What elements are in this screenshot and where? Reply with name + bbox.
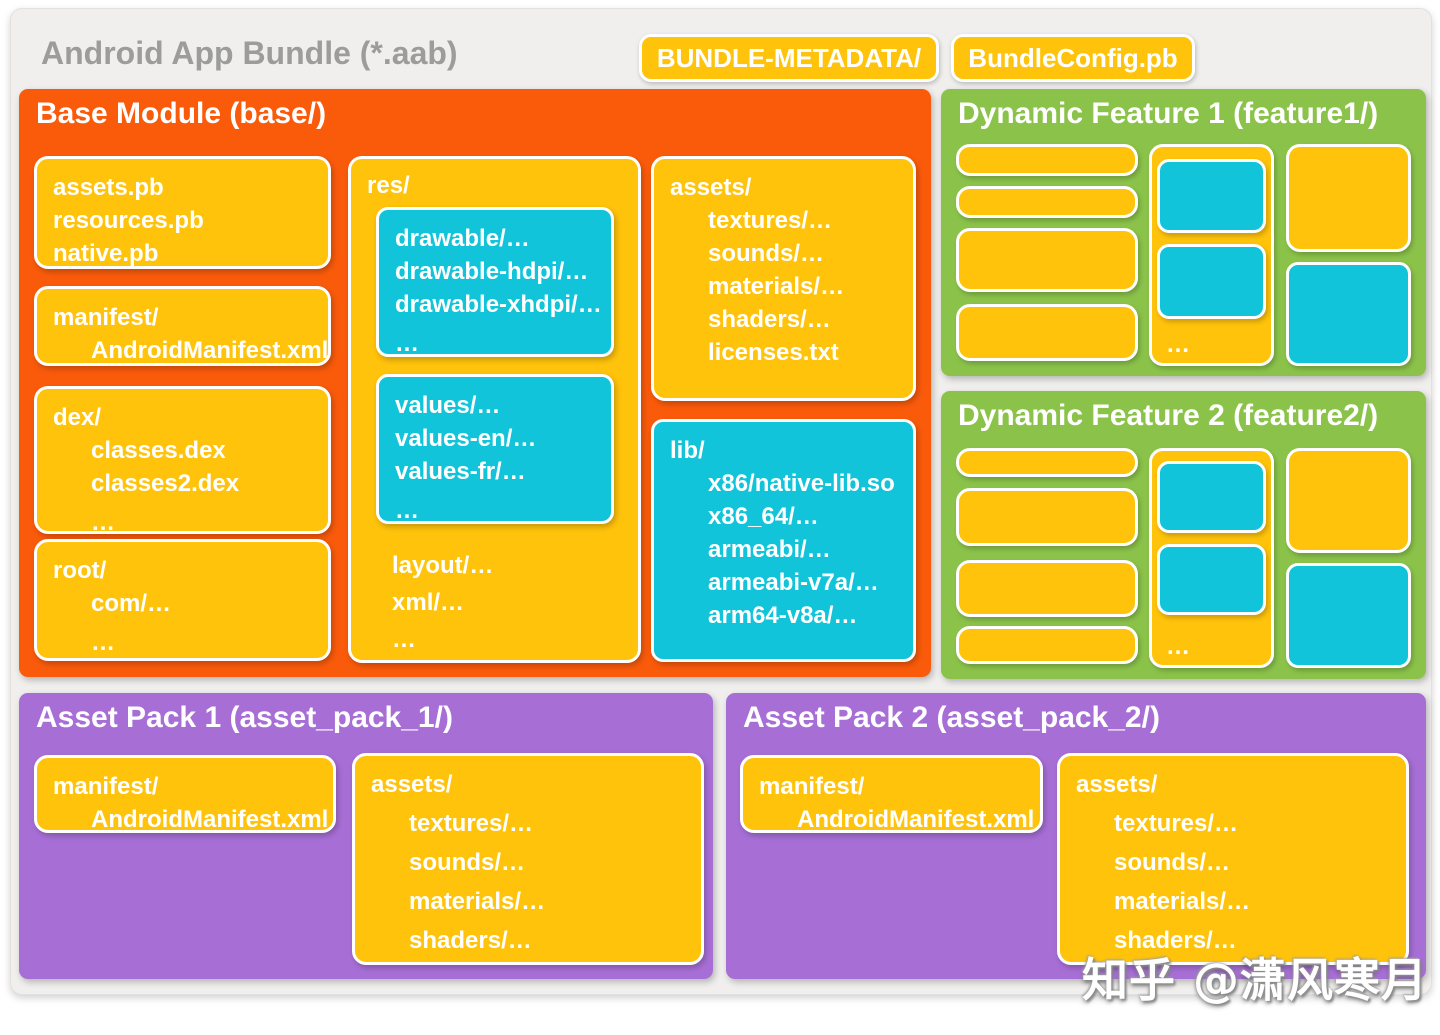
file-line: layout/… [392, 552, 494, 579]
asset-pack-2-assets-box: assets/ textures/… sounds/… materials/… … [1057, 753, 1409, 965]
file-line: manifest/ [53, 773, 159, 800]
asset-pack-1-assets-box: assets/ textures/… sounds/… materials/… … [352, 753, 704, 965]
file-line: textures/… [409, 810, 534, 837]
asset-pack-2-manifest-box: manifest/ AndroidManifest.xml [740, 755, 1043, 833]
base-box-root: root/ com/… … [34, 539, 331, 661]
feature2-res-slot-1 [1157, 461, 1266, 533]
file-line: native.pb [53, 240, 159, 267]
feature2-res-slot-2 [1157, 544, 1266, 615]
file-line: … [91, 509, 115, 536]
file-line: values-fr/… [395, 458, 526, 485]
feature2-lib-slot [1286, 563, 1411, 668]
file-line: licenses.txt [708, 339, 839, 366]
base-module-section: Base Module (base/) assets.pb resources.… [19, 89, 931, 677]
asset-pack-2-title: Asset Pack 2 (asset_pack_2/) [743, 701, 1160, 734]
res-folder-label: res/ [367, 172, 410, 199]
file-line: values-en/… [395, 425, 537, 452]
file-line: classes.dex [91, 437, 226, 464]
file-line: x86_64/… [708, 503, 819, 530]
base-module-title: Base Module (base/) [36, 97, 327, 130]
feature1-assets-slot [1286, 144, 1411, 252]
file-line: shaders/… [708, 306, 831, 333]
file-line: values/… [395, 392, 501, 419]
file-line: manifest/ [759, 773, 865, 800]
file-line: AndroidManifest.xml [91, 806, 329, 833]
file-line: assets/ [670, 174, 752, 201]
base-box-res: res/ drawable/… drawable-hdpi/… drawable… [348, 156, 641, 663]
dynamic-feature-1-title: Dynamic Feature 1 (feature1/) [958, 97, 1379, 130]
file-line: armeabi-v7a/… [708, 569, 879, 596]
feature1-ellipsis: … [1166, 331, 1190, 358]
base-box-drawable: drawable/… drawable-hdpi/… drawable-xhdp… [376, 207, 614, 357]
file-line: arm64-v8a/… [708, 602, 858, 629]
feature1-slot-4 [956, 304, 1138, 361]
feature1-slot-3 [956, 228, 1138, 292]
file-line: … [392, 626, 416, 653]
file-line: classes2.dex [91, 470, 240, 497]
file-line: … [91, 629, 115, 656]
file-line: resources.pb [53, 207, 204, 234]
file-line: root/ [53, 557, 107, 584]
file-line: armeabi/… [708, 536, 831, 563]
feature1-res-slot-2 [1157, 244, 1266, 319]
file-line: lib/ [670, 437, 705, 464]
file-line: drawable/… [395, 225, 530, 252]
file-line: AndroidManifest.xml [797, 806, 1035, 833]
asset-pack-2-section: Asset Pack 2 (asset_pack_2/) manifest/ A… [726, 693, 1426, 979]
feature2-res-group: … [1149, 448, 1274, 668]
file-line: materials/… [1114, 888, 1251, 915]
feature2-assets-slot [1286, 448, 1411, 553]
file-line: materials/… [409, 888, 546, 915]
file-line: shaders/… [1114, 927, 1237, 954]
base-box-manifest: manifest/ AndroidManifest.xml [34, 286, 331, 366]
watermark: 知乎 @潇风寒月 [1082, 953, 1429, 1007]
file-line: assets/ [371, 771, 453, 798]
res-tail-folders: layout/… xml/… … [392, 547, 493, 658]
base-box-pb-files: assets.pb resources.pb native.pb [34, 156, 331, 269]
file-line: drawable-hdpi/… [395, 258, 589, 285]
asset-pack-1-title: Asset Pack 1 (asset_pack_1/) [36, 701, 453, 734]
file-line: assets/ [1076, 771, 1158, 798]
feature1-lib-slot [1286, 262, 1411, 366]
asset-pack-1-section: Asset Pack 1 (asset_pack_1/) manifest/ A… [19, 693, 713, 979]
bundle-config-chip: BundleConfig.pb [951, 34, 1195, 82]
file-line: assets.pb [53, 174, 164, 201]
feature2-ellipsis: … [1166, 633, 1190, 660]
file-line: manifest/ [53, 304, 159, 331]
feature1-res-group: … [1149, 144, 1274, 366]
file-line: sounds/… [409, 849, 526, 876]
file-line: dex/ [53, 404, 102, 431]
base-box-assets: assets/ textures/… sounds/… materials/… … [651, 156, 916, 401]
feature2-slot-1 [956, 448, 1138, 477]
feature2-slot-2 [956, 488, 1138, 546]
feature2-slot-3 [956, 560, 1138, 617]
feature1-res-slot-1 [1157, 159, 1266, 233]
feature2-slot-4 [956, 626, 1138, 664]
dynamic-feature-1-section: Dynamic Feature 1 (feature1/) … [941, 89, 1426, 376]
file-line: sounds/… [708, 240, 825, 267]
file-line: AndroidManifest.xml [91, 337, 329, 364]
page-title: Android App Bundle (*.aab) [41, 35, 458, 71]
dynamic-feature-2-title: Dynamic Feature 2 (feature2/) [958, 399, 1379, 432]
feature1-slot-2 [956, 186, 1138, 218]
file-line: x86/native-lib.so [708, 470, 895, 497]
file-line: sounds/… [1114, 849, 1231, 876]
file-line: textures/… [708, 207, 833, 234]
base-box-values: values/… values-en/… values-fr/… … [376, 374, 614, 524]
dynamic-feature-2-section: Dynamic Feature 2 (feature2/) … [941, 391, 1426, 679]
asset-pack-1-manifest-box: manifest/ AndroidManifest.xml [34, 755, 336, 833]
file-line: shaders/… [409, 927, 532, 954]
bundle-metadata-chip: BUNDLE-METADATA/ [639, 34, 939, 82]
file-line: textures/… [1114, 810, 1239, 837]
file-line: materials/… [708, 273, 845, 300]
base-box-dex: dex/ classes.dex classes2.dex … [34, 386, 331, 536]
file-line: … [395, 497, 419, 524]
file-line: xml/… [392, 589, 465, 616]
feature1-slot-1 [956, 144, 1138, 176]
file-line: … [395, 330, 419, 357]
bundle-frame: Android App Bundle (*.aab) BUNDLE-METADA… [10, 8, 1432, 995]
file-line: com/… [91, 590, 172, 617]
base-box-lib: lib/ x86/native-lib.so x86_64/… armeabi/… [651, 419, 916, 662]
file-line: drawable-xhdpi/… [395, 291, 602, 318]
